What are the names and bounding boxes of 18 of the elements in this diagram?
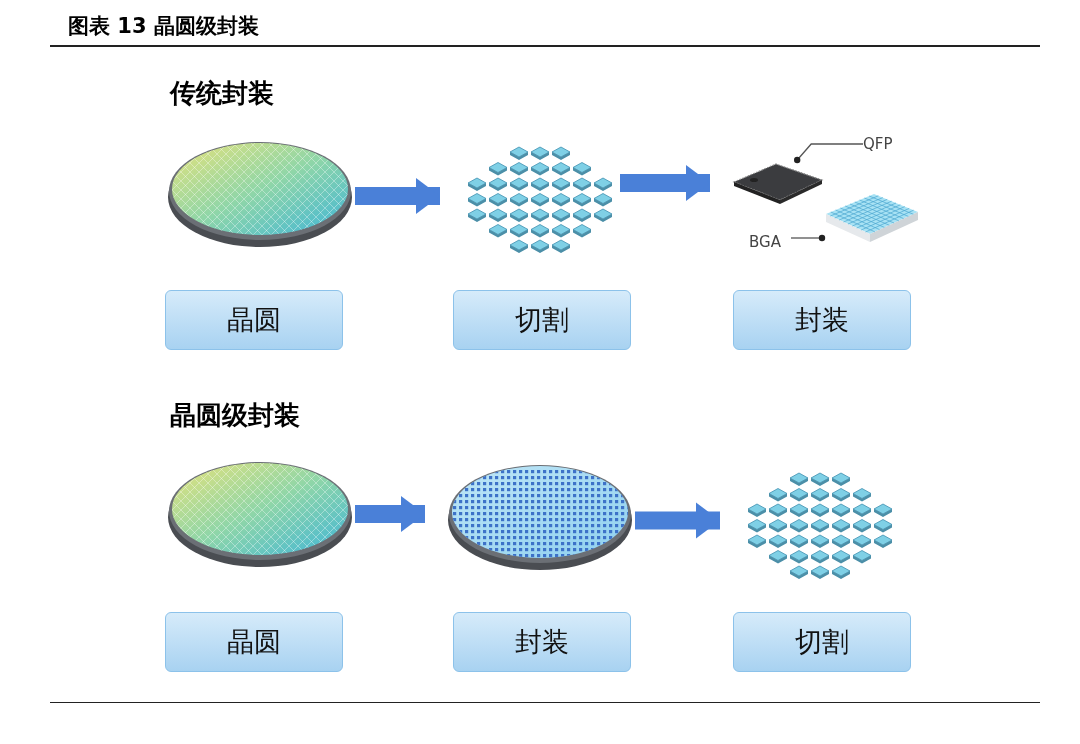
process-box: 封装 [733,290,911,350]
qfp-chip-drawing [730,160,826,206]
callout-label: BGA [749,232,781,252]
leader-line [790,234,826,242]
process-box: 切割 [733,612,911,672]
block-arrow [355,178,440,214]
process-box: 封装 [453,612,631,672]
process-box: 晶圆 [165,612,343,672]
block-arrow [635,502,720,539]
callout-label: QFP [863,134,893,154]
figure-title: 图表 13 晶圆级封装 [68,13,259,40]
leader-line [794,143,864,164]
section-heading: 晶圆级封装 [170,399,300,432]
block-arrow [355,496,425,532]
process-box: 切割 [453,290,631,350]
block-arrow [620,165,710,201]
section-heading: 传统封装 [170,77,274,110]
process-box: 晶圆 [165,290,343,350]
